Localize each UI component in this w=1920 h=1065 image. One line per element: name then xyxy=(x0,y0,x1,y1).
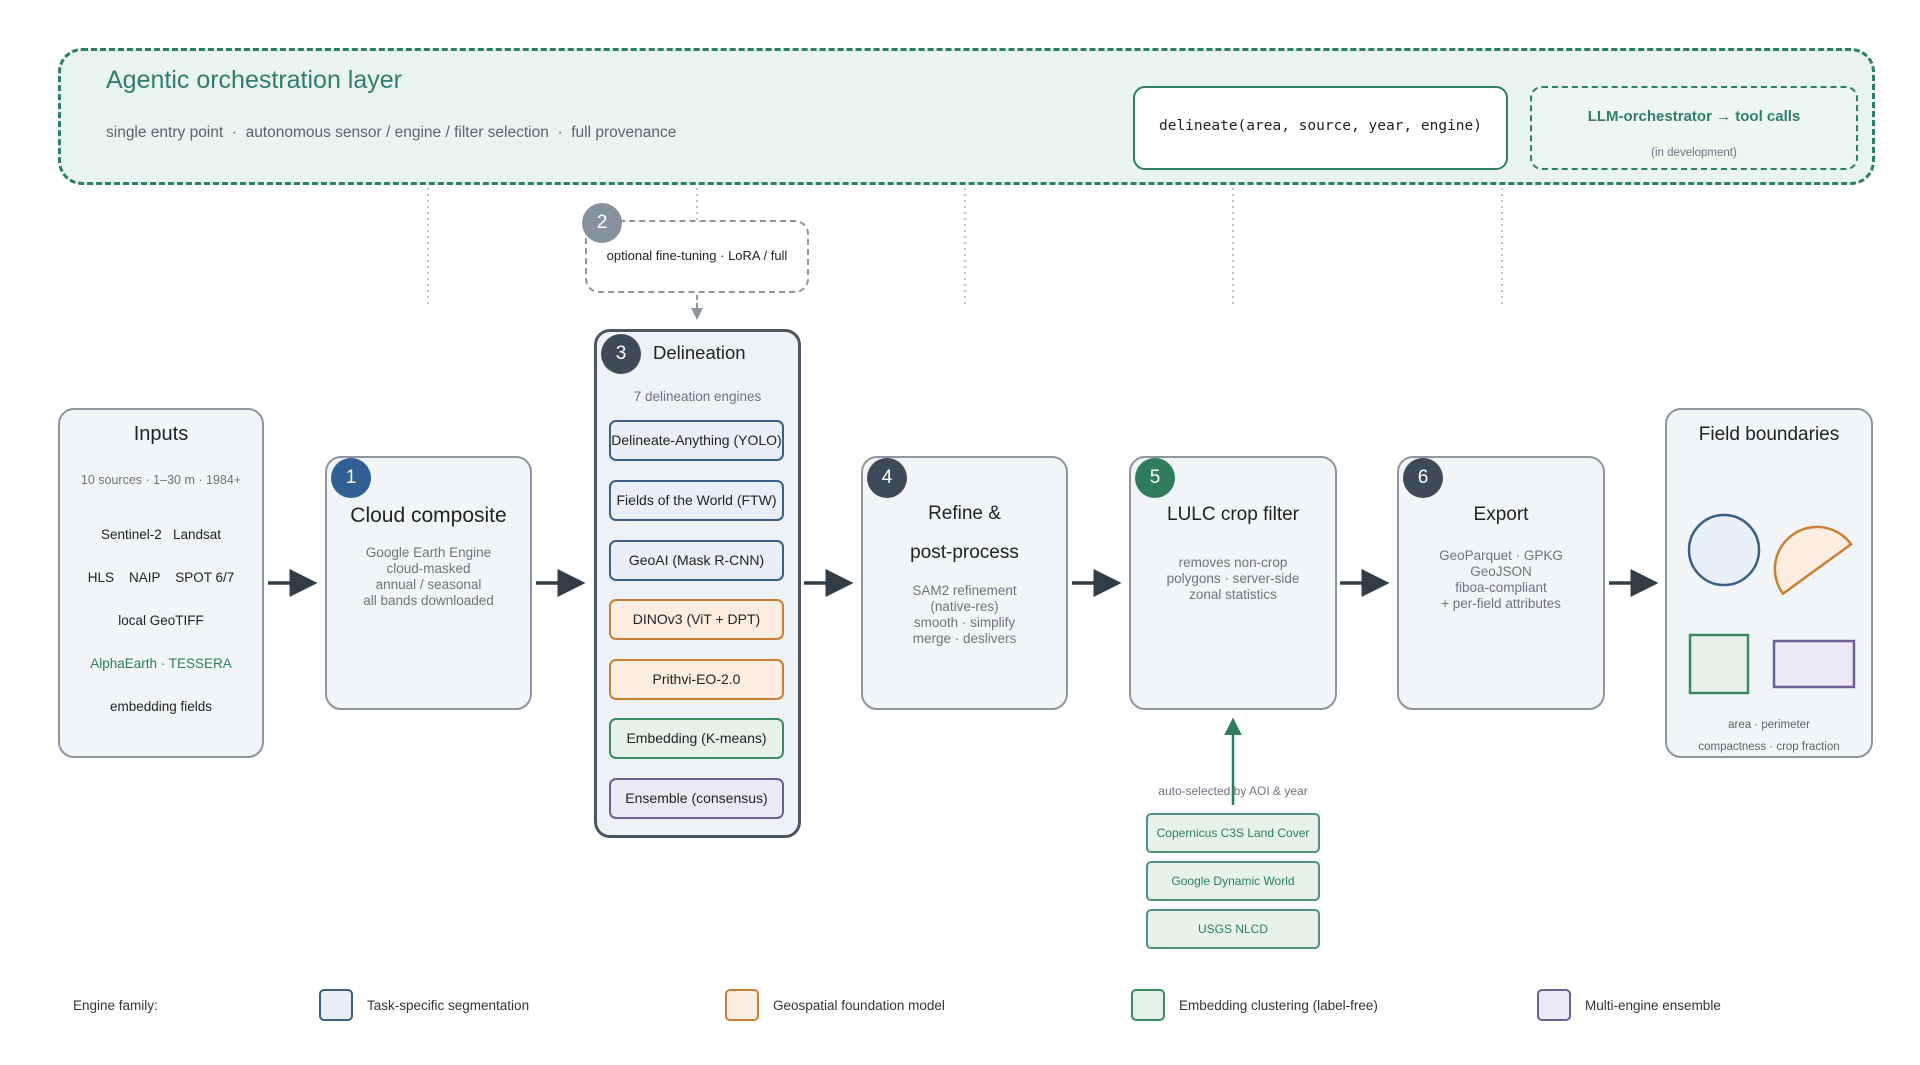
llm-orchestrator-note: (in development) xyxy=(1651,147,1737,159)
llm-orchestrator-box xyxy=(1530,86,1858,170)
lulc-filter-box xyxy=(1129,456,1337,710)
engine-fields-of-the-world: Fields of the World (FTW) xyxy=(609,480,784,521)
step-1-badge: 1 xyxy=(331,458,371,498)
circle-field-icon xyxy=(1687,513,1761,587)
engine-embedding: Embedding (K-means) xyxy=(609,718,784,759)
engine-ensemble: Ensemble (consensus) xyxy=(609,778,784,819)
legend-item-foundation: Geospatial foundation model xyxy=(773,998,945,1013)
inputs-line-3: local GeoTIFF xyxy=(118,613,204,628)
cloud-composite-title: Cloud composite xyxy=(350,504,507,527)
finetune-label: optional fine-tuning · LoRA / full xyxy=(606,248,788,263)
half-circle-field-icon xyxy=(1773,525,1853,596)
delineate-call-box xyxy=(1133,86,1508,170)
refine-desc: SAM2 refinement(native-res)smooth · simp… xyxy=(912,583,1017,646)
step-5-badge: 5 xyxy=(1135,458,1175,498)
export-title: Export xyxy=(1473,504,1529,525)
step-4-badge: 4 xyxy=(867,458,907,498)
step-3-badge: 3 xyxy=(601,334,641,374)
finetune-box xyxy=(585,220,809,293)
engine-dinov3: DINOv3 (ViT + DPT) xyxy=(609,599,784,640)
lulc-source-nlcd: USGS NLCD xyxy=(1146,909,1320,949)
lulc-auto-label: auto-selected by AOI & year xyxy=(1158,784,1308,798)
llm-orchestrator-title: LLM-orchestrator → tool calls xyxy=(1587,108,1801,125)
delineation-title: Delineation xyxy=(653,342,746,363)
legend-swatch-embedding xyxy=(1131,989,1165,1021)
orchestration-title: Agentic orchestration layer xyxy=(106,66,402,94)
inputs-line-4: AlphaEarth · TESSERA xyxy=(90,656,232,671)
engine-geoai: GeoAI (Mask R-CNN) xyxy=(609,540,784,581)
inputs-line-1: Sentinel-2 Landsat xyxy=(100,527,222,542)
delineation-box xyxy=(594,329,801,838)
refine-box xyxy=(861,456,1068,710)
inputs-line-2: HLS NAIP SPOT 6/7 xyxy=(87,570,235,585)
inputs-line-5: embedding fields xyxy=(109,699,213,714)
square-field-icon xyxy=(1688,633,1750,695)
field-boundaries-footer-1: area · perimeter xyxy=(1728,719,1810,731)
engine-prithvi: Prithvi-EO-2.0 xyxy=(609,659,784,700)
delineation-subtitle: 7 delineation engines xyxy=(633,389,762,404)
field-boundaries-title: Field boundaries xyxy=(1698,424,1840,445)
field-boundaries-box xyxy=(1665,408,1873,758)
inputs-subtitle: 10 sources · 1–30 m · 1984+ xyxy=(80,473,242,487)
step-2-badge: 2 xyxy=(582,203,622,243)
cloud-composite-box xyxy=(325,456,532,710)
lulc-filter-title: LULC crop filter xyxy=(1167,504,1299,525)
refine-title-1: Refine & xyxy=(928,503,1001,524)
legend-swatch-foundation xyxy=(725,989,759,1021)
export-box xyxy=(1397,456,1605,710)
lulc-source-dynamic-world: Google Dynamic World xyxy=(1146,861,1320,901)
legend-item-ensemble: Multi-engine ensemble xyxy=(1585,998,1721,1013)
legend-swatch-segmentation xyxy=(319,989,353,1021)
step-6-badge: 6 xyxy=(1403,458,1443,498)
lulc-source-copernicus: Copernicus C3S Land Cover xyxy=(1146,813,1320,853)
legend-swatch-ensemble xyxy=(1537,989,1571,1021)
field-shapes xyxy=(1687,513,1856,695)
rectangle-field-icon xyxy=(1772,639,1856,689)
field-boundaries-footer-2: compactness · crop fraction xyxy=(1698,741,1840,753)
refine-title-2: post-process xyxy=(910,542,1019,563)
inputs-box xyxy=(58,408,264,758)
legend-label: Engine family: xyxy=(73,998,158,1013)
delineate-call: delineate(area, source, year, engine) xyxy=(1158,118,1482,134)
orchestration-subtitle: single entry point · autonomous sensor /… xyxy=(106,124,677,141)
legend-item-embedding: Embedding clustering (label-free) xyxy=(1179,998,1378,1013)
legend-item-segmentation: Task-specific segmentation xyxy=(367,998,530,1013)
inputs-title: Inputs xyxy=(133,423,189,445)
engine-delineate-anything: Delineate-Anything (YOLO) xyxy=(609,420,784,461)
